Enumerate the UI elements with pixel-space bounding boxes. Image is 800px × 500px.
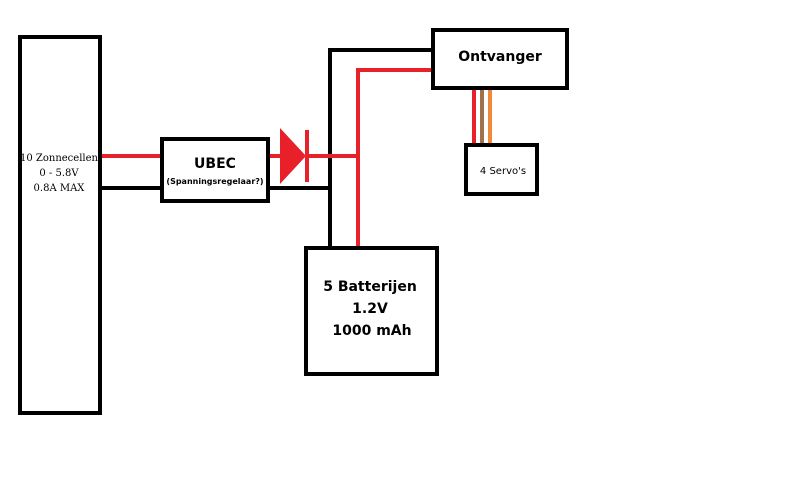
diode-bar [305, 130, 309, 182]
wire-negative-bus [328, 48, 433, 248]
servo-label: 4 Servo's [480, 166, 526, 177]
positive-wires [100, 68, 433, 248]
solar-panel-line2: 0 - 5.8V [39, 168, 79, 179]
receiver-box [431, 28, 569, 90]
diode-icon [280, 128, 309, 184]
servo-wires [472, 88, 492, 145]
receiver-block: Ontvanger [431, 28, 569, 90]
battery-line2: 1.2V [352, 301, 388, 317]
battery-box [304, 246, 439, 376]
receiver-label: Ontvanger [458, 49, 542, 65]
ubec-title: UBEC [194, 156, 236, 172]
solar-panel-block: 10 Zonnecellen 0 - 5.8V 0.8A MAX [18, 35, 102, 415]
solar-panel-box [18, 35, 102, 415]
solar-panel-line1: 10 Zonnecellen [20, 153, 99, 164]
diode-triangle [280, 128, 306, 184]
ubec-subtitle: (Spanningsregelaar?) [166, 177, 263, 186]
battery-line1: 5 Batterijen [323, 279, 417, 295]
battery-block: 5 Batterijen 1.2V 1000 mAh [304, 246, 439, 376]
negative-wires [100, 48, 433, 248]
wire-positive-bus [356, 68, 433, 248]
ubec-block: UBEC (Spanningsregelaar?) [160, 137, 270, 203]
battery-line3: 1000 mAh [332, 323, 411, 339]
servo-box [464, 143, 539, 196]
ubec-box [160, 137, 270, 203]
solar-panel-line3: 0.8A MAX [34, 183, 86, 194]
servo-block: 4 Servo's [464, 143, 539, 196]
